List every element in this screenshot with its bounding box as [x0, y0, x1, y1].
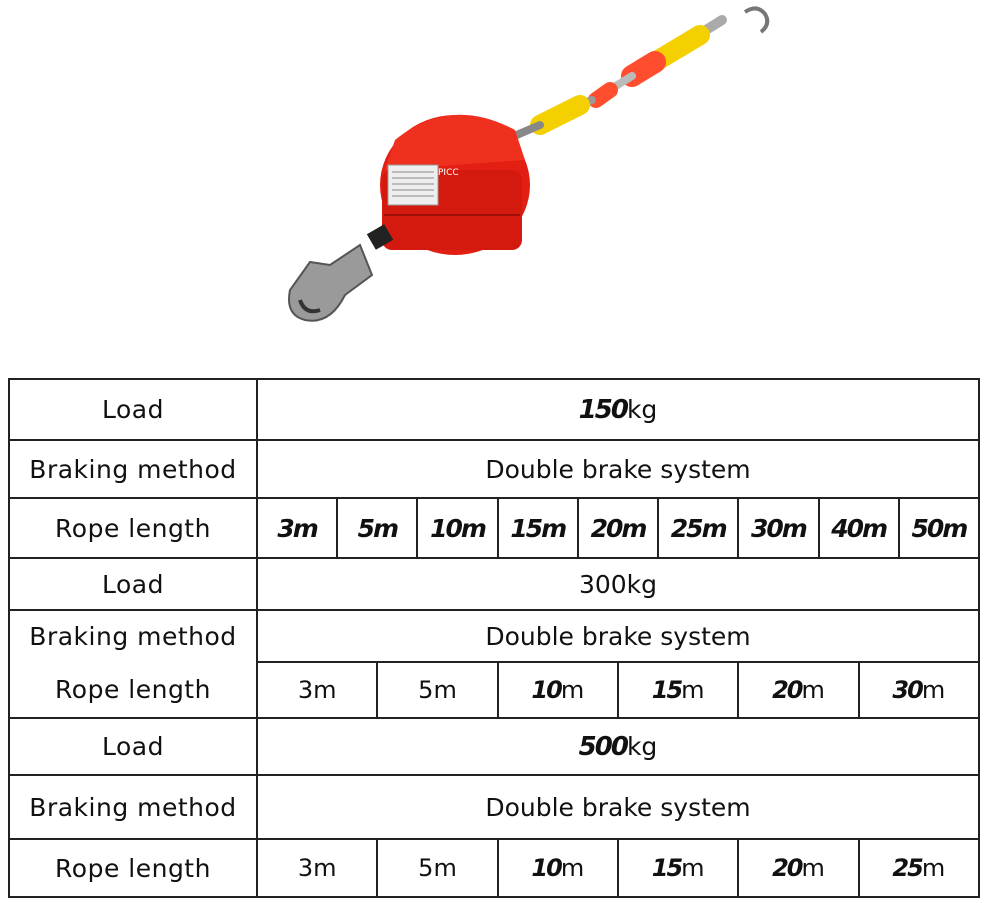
arrester-body: PICC	[380, 114, 530, 255]
braking-label: Braking method	[10, 611, 258, 661]
rope-length-cell: 10m	[418, 499, 499, 557]
braking-label: Braking method	[10, 776, 258, 838]
rope-label: Rope length	[10, 499, 258, 557]
load-label: Load	[10, 719, 258, 774]
top-hook-icon	[743, 6, 770, 34]
braking-row: Braking method Double brake system	[8, 774, 980, 838]
rope-length-cell: 15m	[499, 499, 579, 557]
rope-length-cell: 20m	[579, 499, 660, 557]
load-label: Load	[10, 559, 258, 609]
rope-length-cell: 30m	[739, 499, 820, 557]
product-image: PICC	[288, 6, 770, 322]
braking-value: Double brake system	[485, 792, 751, 822]
braking-label: Braking method	[10, 441, 258, 497]
bottom-hook-icon	[288, 243, 374, 322]
rope-length-cell: 40m	[820, 499, 900, 557]
braking-value: Double brake system	[485, 621, 751, 651]
svg-text:PICC: PICC	[438, 168, 459, 178]
braking-row: Braking method Double brake system	[8, 609, 980, 661]
rope-length-cell: 50m	[911, 513, 968, 543]
rope-length-cell: 3m	[258, 499, 339, 557]
rope-label: Rope length	[10, 661, 258, 717]
load-value: 300kg	[578, 569, 658, 599]
braking-value: Double brake system	[485, 454, 751, 484]
load-label: Load	[10, 380, 258, 439]
braking-row: Braking method Double brake system	[8, 439, 980, 497]
rope-label: Rope length	[10, 840, 258, 896]
load-row: Load 300kg	[8, 557, 980, 609]
rope-length-cell: 5m	[338, 499, 419, 557]
rope-length-cell: 25m	[659, 499, 740, 557]
